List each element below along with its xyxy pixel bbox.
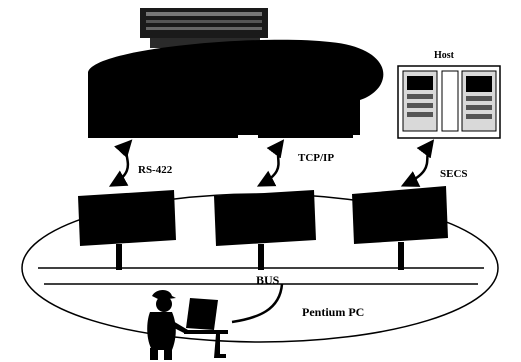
interface-card-3 [352,186,448,270]
equipment-body [88,39,384,138]
rs422-link [108,139,133,187]
rs422-label: RS-422 [138,164,173,176]
host-label: Host [434,50,455,61]
pentium-pc-label: Pentium PC [302,305,364,319]
secs-label: SECS [440,168,468,180]
equipment-rack-icon [140,8,268,48]
host-computer-icon [397,65,501,139]
tcpip-link [256,139,285,187]
pc-cable [231,283,284,324]
operator-at-pc-icon [147,290,228,360]
interface-card-2 [214,190,316,270]
interface-card-1 [78,190,176,270]
tcpip-label: TCP/IP [298,152,334,164]
secs-link [400,139,435,187]
bus-label: BUS [256,273,280,287]
